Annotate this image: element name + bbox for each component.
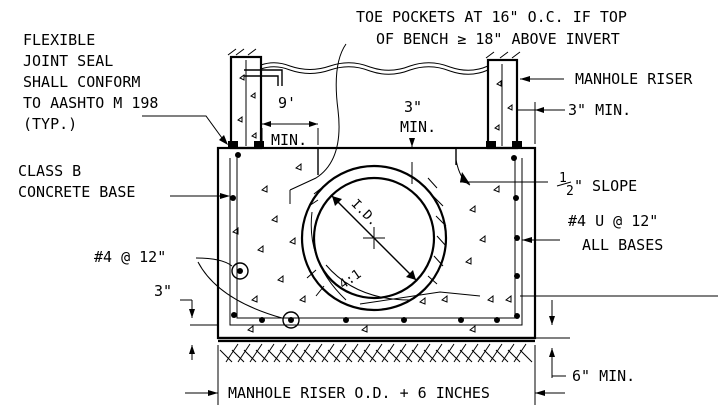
pipe-section [300,164,481,312]
circled-rebar [231,262,300,329]
rebar-dots [230,152,520,323]
rebar-u-stirrups [229,158,523,326]
pipe-id-label: I.D. [348,197,381,230]
flexible-joint-seal-line-3: SHALL CONFORM [23,73,140,91]
flexible-joint-seal-line-4: TO AASHTO M 198 [23,94,158,112]
half-slope-numerator: 1 [559,171,567,186]
dimension-lines [142,43,718,405]
half-slope-denominator: 2 [566,184,574,199]
dim-3-left-label: 3" [154,282,172,300]
class-b-concrete-line-2: CONCRETE BASE [18,183,135,201]
flexible-joint-seal-line-1: FLEXIBLE [23,31,95,49]
u-bars-line-2: ALL BASES [582,236,663,254]
flexible-joint-seal-line-2: JOINT SEAL [23,52,113,70]
toe-pocket-rung [244,69,283,86]
manhole-riser-label: MANHOLE RISER [575,70,693,88]
dim-6-min-label: 6" MIN. [572,367,635,385]
toe-pockets-line-1: TOE POCKETS AT 16" O.C. IF TOP [356,8,627,26]
dim-min-b-label: MIN. [400,118,436,136]
u-bars-line-1: #4 U @ 12" [568,212,658,230]
bench-slope-arrow [411,159,471,186]
dim-9-label: 9' [278,94,296,112]
annotation-labels: FLEXIBLE JOINT SEAL SHALL CONFORM TO AAS… [18,8,693,402]
concrete-base [216,146,537,340]
dim-min-a-label: MIN. [271,131,307,149]
toe-pockets-line-2: OF BENCH ≥ 18" ABOVE INVERT [376,30,620,48]
flexible-joint-seal-line-5: (TYP.) [23,115,77,133]
class-b-concrete-line-1: CLASS B [18,162,81,180]
bar-spacing-label: #4 @ 12" [94,248,166,266]
base-width-label: MANHOLE RISER O.D. + 6 INCHES [228,384,490,402]
joint-seal-blocks [228,141,522,149]
dim-3-min-right-label: 3" MIN. [568,101,631,119]
half-slope-unit: " SLOPE [574,177,637,195]
dim-3-top-label: 3" [404,98,422,116]
subgrade-hatch [218,339,535,363]
concrete-speckles [232,162,512,333]
